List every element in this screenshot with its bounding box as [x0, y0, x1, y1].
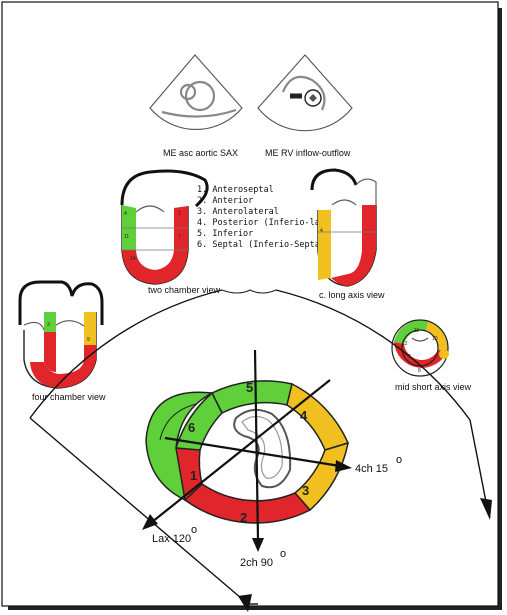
mini-seg-12: 12 — [402, 341, 408, 347]
mini-seg-11: 11 — [414, 328, 419, 334]
two-ch-seg-4: 4 — [124, 211, 127, 217]
ring-seg-6: 6 — [188, 420, 195, 435]
ring-seg-5: 5 — [246, 380, 253, 395]
legend-6: 6. Septal (Inferio-Septal — [197, 240, 325, 250]
four-ch-seg-9: 9 — [87, 337, 90, 343]
axis-label-4ch: 4ch 15 — [355, 463, 388, 475]
two-chamber-heart — [120, 169, 209, 285]
label-asc-aortic-sax: ME asc aortic SAX — [163, 148, 238, 158]
axis-label-2ch: 2ch 90 — [240, 557, 273, 569]
asc-aortic-sax-thumbnail — [149, 54, 243, 130]
two-ch-seg-14: 14 — [130, 256, 136, 262]
legend-4: 4. Posterior (Inferio-lateral) — [197, 218, 351, 228]
segment-legend: 1. Anteroseptal 2. Anterior 3. Anterolat… — [197, 185, 351, 250]
mini-seg-8: 8 — [418, 368, 421, 374]
long-ax-seg-4: 4 — [320, 228, 323, 234]
two-ch-seg-11: 11 — [124, 234, 129, 240]
imaging-plane-axes — [142, 349, 352, 552]
axis-degree-lax: o — [191, 524, 197, 536]
legend-2: 2. Anterior — [197, 196, 253, 206]
ring-seg-3: 3 — [302, 483, 309, 498]
ring-seg-2: 2 — [240, 510, 247, 525]
legend-3: 3. Anterolateral — [197, 207, 279, 217]
ultrasound-sector — [29, 289, 492, 612]
label-mid-short-axis: mid short axis view — [395, 382, 472, 392]
four-ch-seg-3: 3 — [47, 322, 50, 328]
axis-label-lax: Lax 120 — [152, 533, 191, 545]
label-two-chamber: two chamber view — [148, 285, 221, 295]
legend-5: 5. Inferior — [197, 229, 253, 239]
ring-seg-1: 1 — [190, 468, 197, 483]
short-axis-ring — [145, 380, 350, 524]
axis-degree-2ch: o — [280, 548, 286, 560]
label-long-axis: c. long axis view — [319, 290, 385, 300]
two-ch-seg-7: 7 — [178, 234, 181, 240]
label-four-chamber: four chamber view — [32, 392, 106, 402]
mini-seg-10: 10 — [432, 336, 438, 342]
legend-1: 1. Anteroseptal — [197, 185, 274, 195]
long-axis-heart — [310, 168, 377, 287]
ring-seg-4: 4 — [300, 408, 308, 423]
label-rv-inflow-outflow: ME RV inflow-outflow — [265, 148, 351, 158]
four-chamber-heart — [18, 280, 104, 389]
two-ch-seg-1: 1 — [178, 211, 181, 217]
axis-degree-4ch: o — [396, 454, 402, 466]
rv-inflow-outflow-thumbnail — [257, 54, 353, 132]
